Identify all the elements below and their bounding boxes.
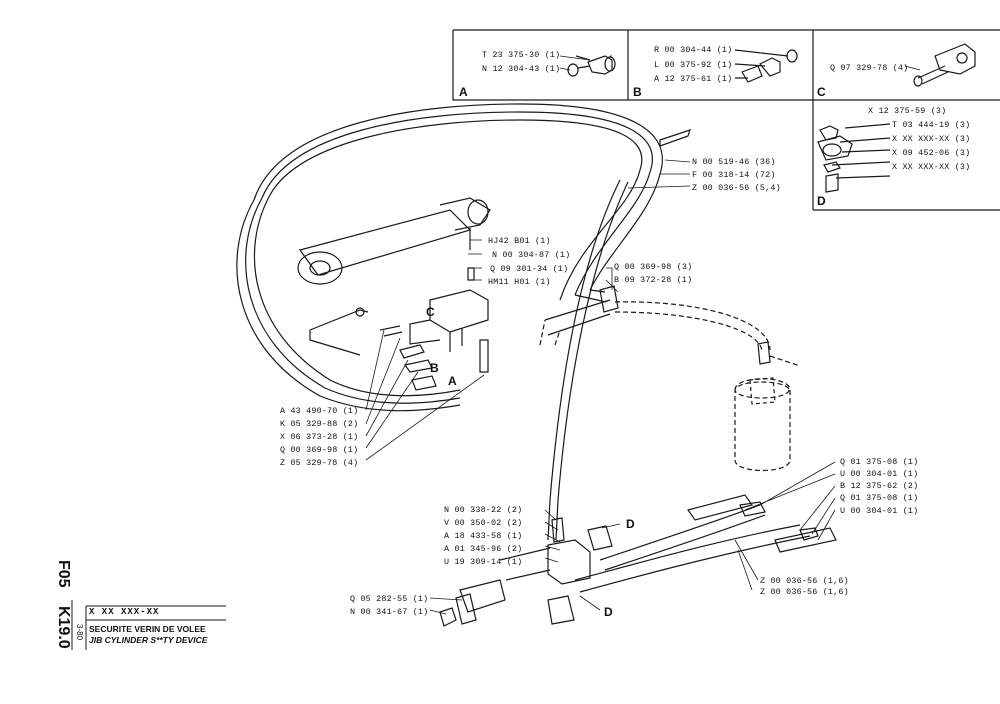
panel-a-fitting-drawing xyxy=(567,55,616,77)
detail-panels-frame xyxy=(452,29,1000,211)
part-number: Q 00 369-98 (1) xyxy=(280,445,359,455)
part-number: B 09 372-28 (1) xyxy=(614,275,693,285)
part-number: X 12 375-59 (3) xyxy=(868,106,947,116)
jib-cylinder xyxy=(297,197,491,285)
tee-and-reservoir xyxy=(539,285,801,472)
part-number: N 00 519-46 (36) xyxy=(692,157,776,167)
panel-letter-a: A xyxy=(459,85,468,99)
part-number: N 00 341-67 (1) xyxy=(350,607,429,617)
part-number: A 01 345-96 (2) xyxy=(444,544,523,554)
part-number: N 00 338-22 (2) xyxy=(444,505,523,515)
leader-lines xyxy=(365,49,921,615)
part-number: Q 00 369-98 (3) xyxy=(614,262,693,272)
reference-code: K19.0 xyxy=(55,606,72,649)
part-number: T 03 444-19 (3) xyxy=(892,120,971,130)
part-number: Q 07 329-78 (4) xyxy=(830,63,909,73)
date-code: 3-80 xyxy=(75,624,84,641)
detail-marker-d: D xyxy=(626,517,635,531)
part-number: Z 00 036-56 (1,6) xyxy=(760,587,849,597)
hose-loop xyxy=(236,103,691,412)
right-pipes-and-fittings xyxy=(574,494,837,593)
group-code: F05 xyxy=(55,560,72,588)
detail-marker-c: C xyxy=(426,305,435,319)
panel-letter-d: D xyxy=(817,194,826,208)
part-number: N 00 304-87 (1) xyxy=(492,250,571,260)
part-number: A 18 433-58 (1) xyxy=(444,531,523,541)
part-number: T 23 375-30 (1) xyxy=(482,50,561,60)
part-number: F 00 318-14 (72) xyxy=(692,170,776,180)
part-number: Z 00 036-56 (1,6) xyxy=(760,576,849,586)
detail-marker-b: B xyxy=(430,361,439,375)
part-number: A 43 490-70 (1) xyxy=(280,406,359,416)
part-number: X 09 452-06 (3) xyxy=(892,148,971,158)
part-number: X XX XXX-XX (3) xyxy=(892,134,971,144)
part-number: L 00 375-92 (1) xyxy=(654,60,733,70)
part-number: U 00 304-01 (1) xyxy=(840,506,919,516)
part-number: N 12 304-43 (1) xyxy=(482,64,561,74)
title-block: X XX XXX-XX SECURITE VERIN DE VOLEE JIB … xyxy=(86,606,226,646)
panel-c-screw-drawing xyxy=(913,43,976,87)
part-number: Q 01 375-08 (1) xyxy=(840,493,919,503)
part-number: Q 05 282-55 (1) xyxy=(350,594,429,604)
drawing-code: X XX XXX-XX xyxy=(89,607,160,617)
title-french: SECURITE VERIN DE VOLEE xyxy=(89,624,206,634)
part-number: U 00 304-01 (1) xyxy=(840,469,919,479)
part-number: U 19 309-14 (1) xyxy=(444,557,523,567)
pipe-to-lower-valve xyxy=(547,179,629,541)
title-english: JIB CYLINDER S**TY DEVICE xyxy=(89,635,208,645)
part-number: Q 01 375-08 (1) xyxy=(840,457,919,467)
part-number: R 00 304-44 (1) xyxy=(654,45,733,55)
part-number: Q 09 301-34 (1) xyxy=(490,264,569,274)
safety-valve-block xyxy=(309,289,489,373)
part-number: A 12 375-61 (1) xyxy=(654,74,733,84)
part-number: Z 00 036-56 (5,4) xyxy=(692,183,781,193)
part-number: V 00 350-02 (2) xyxy=(444,518,523,528)
panel-d-union-drawing xyxy=(817,123,891,193)
part-number: HJ42 B01 (1) xyxy=(488,236,551,246)
part-number: Z 05 329-78 (4) xyxy=(280,458,359,468)
part-number: X 06 373-28 (1) xyxy=(280,432,359,442)
detail-marker-a: A xyxy=(448,374,457,388)
panel-letter-b: B xyxy=(633,85,642,99)
detail-marker-d: D xyxy=(604,605,613,619)
part-number: X XX XXX-XX (3) xyxy=(892,162,971,172)
title-block-frame xyxy=(71,600,226,650)
panel-b-fitting-drawing xyxy=(734,49,798,83)
part-number: B 12 375-62 (2) xyxy=(840,481,919,491)
lower-valve-assembly xyxy=(439,517,613,627)
part-number: K 05 329-88 (2) xyxy=(280,419,359,429)
part-number: HM11 H01 (1) xyxy=(488,277,551,287)
fitting-group-left xyxy=(399,344,437,391)
panel-letter-c: C xyxy=(817,85,826,99)
